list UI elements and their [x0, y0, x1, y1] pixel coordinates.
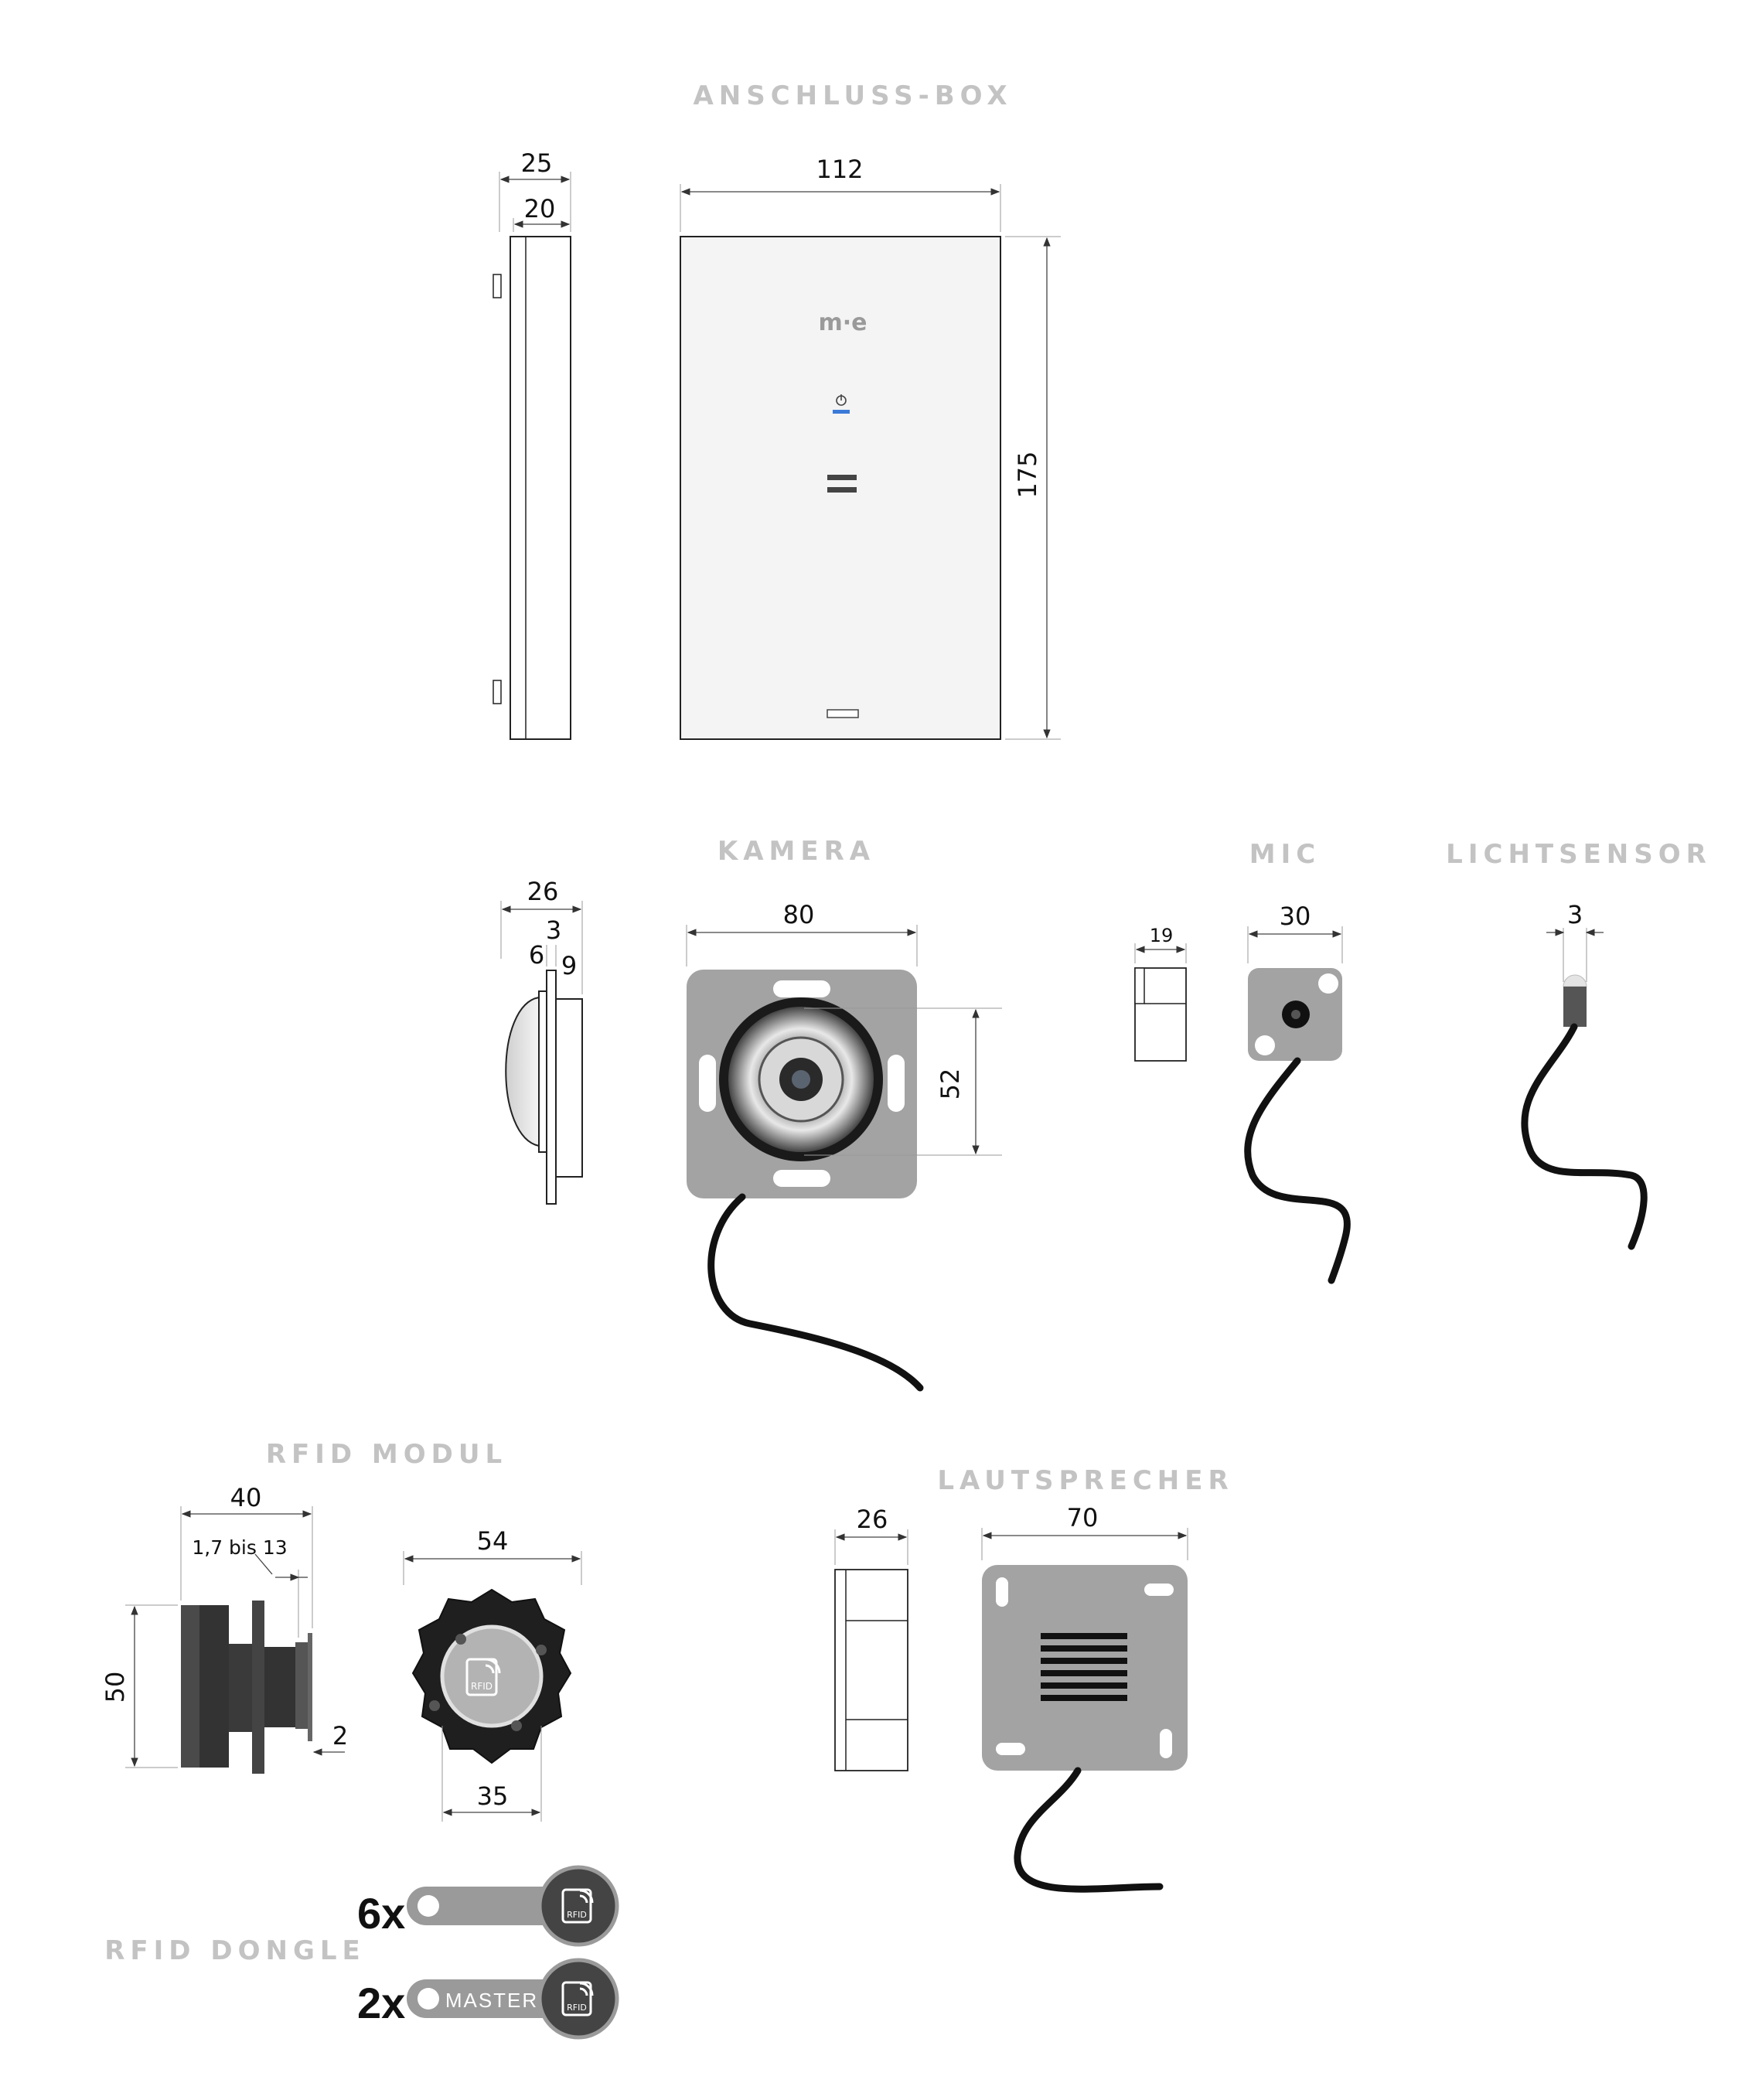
sensor-cable: [1521, 1023, 1648, 1250]
status-led: [833, 410, 850, 414]
title-anschluss-box: ANSCHLUSS-BOX: [693, 80, 1012, 111]
title-lichtsensor: LICHTSENSOR: [1446, 839, 1712, 870]
speaker-cable: [1014, 1767, 1164, 1893]
title-rfid-dongle: RFID DONGLE: [104, 1935, 366, 1966]
connector-icon: [827, 475, 857, 493]
title-kamera: KAMERA: [718, 836, 875, 867]
section-lautsprecher: LAUTSPRECHER 26: [834, 1465, 1233, 1893]
dim-camera-plate: 3: [546, 915, 561, 945]
rfid-icon: RFID: [465, 1658, 501, 1696]
speaker-front-view: 70: [981, 1503, 1188, 1893]
rfid-icon: RFID: [561, 1888, 594, 1924]
section-rfid-dongle: RFID DONGLE 6x RFID 2x MASTER RFID: [104, 1865, 619, 2040]
mic-side-view: 19: [1134, 925, 1187, 1062]
dim-camera-lens: 6: [529, 940, 544, 970]
dim-rfid-height: 50: [101, 1672, 130, 1703]
mic-cable: [1244, 1057, 1351, 1284]
dongle-badge-label-2: RFID: [567, 2003, 587, 2013]
section-rfid-modul: RFID MODUL 40 1,7 bis 13 50 2: [101, 1439, 582, 1822]
dongle-row-1: 6x RFID: [357, 1865, 619, 1947]
dim-speaker-width: 70: [1067, 1503, 1099, 1532]
dongle-row-2: 2x MASTER RFID: [357, 1958, 619, 2040]
dim-speaker-depth: 26: [857, 1505, 888, 1534]
speaker-grille: [1041, 1633, 1127, 1701]
dim-rfid-outer: 54: [477, 1526, 509, 1556]
logo-me: m·e: [818, 309, 867, 336]
dim-mic-depth: 19: [1150, 925, 1174, 946]
dim-camera-depth: 26: [527, 877, 559, 906]
title-mic: MIC: [1249, 839, 1321, 870]
rfid-front-view: RFID 54 35: [403, 1526, 582, 1822]
dim-camera-lens-height: 52: [936, 1069, 965, 1100]
mic-front-view: 30: [1244, 902, 1351, 1284]
section-mic: MIC 19 30: [1134, 839, 1351, 1284]
section-anschluss-box: ANSCHLUSS-BOX 25 20 m·e: [493, 80, 1061, 740]
camera-front-view: 80 52: [686, 900, 1002, 1392]
dim-mic-width: 30: [1280, 902, 1311, 931]
power-icon: [833, 394, 850, 414]
dim-rfid-inner: 35: [477, 1781, 509, 1811]
dongle-count-2: 2x: [357, 1979, 405, 2027]
sensor-head: [1563, 987, 1587, 1027]
dim-camera-width: 80: [783, 900, 815, 929]
camera-side-view: 26 3 6 9: [500, 877, 583, 1205]
rfid-icon: RFID: [561, 1981, 594, 2016]
dongle-badge-label-1: RFID: [567, 1910, 587, 1920]
dim-rfid-plate: 2: [332, 1721, 348, 1751]
dim-box-depth-total: 25: [521, 148, 553, 178]
release-slot: [827, 709, 859, 718]
dim-camera-body: 9: [561, 951, 577, 980]
dim-rfid-wall-range: 1,7 bis 13: [192, 1536, 287, 1559]
dim-box-depth: 20: [524, 194, 556, 223]
dongle-count-1: 6x: [357, 1889, 405, 1938]
title-lautsprecher: LAUTSPRECHER: [937, 1465, 1233, 1496]
rfid-badge-label: RFID: [471, 1681, 493, 1692]
camera-cable: [707, 1193, 924, 1392]
rfid-side-view: 40 1,7 bis 13 50 2: [101, 1483, 348, 1774]
speaker-side-view: 26: [834, 1505, 908, 1771]
box-front-view: m·e 112 175: [680, 155, 1061, 740]
section-lichtsensor: LICHTSENSOR 3: [1446, 839, 1712, 1250]
dongle-tag-label-2: MASTER: [445, 1989, 538, 2012]
dim-box-width: 112: [816, 155, 863, 184]
box-side-view: 25 20: [493, 148, 571, 740]
title-rfid-modul: RFID MODUL: [266, 1439, 507, 1470]
dim-sensor-diameter: 3: [1567, 900, 1583, 929]
dim-rfid-depth: 40: [230, 1483, 262, 1512]
dim-box-height: 175: [1013, 451, 1042, 498]
section-kamera: KAMERA 26 3 6 9: [500, 836, 1002, 1392]
